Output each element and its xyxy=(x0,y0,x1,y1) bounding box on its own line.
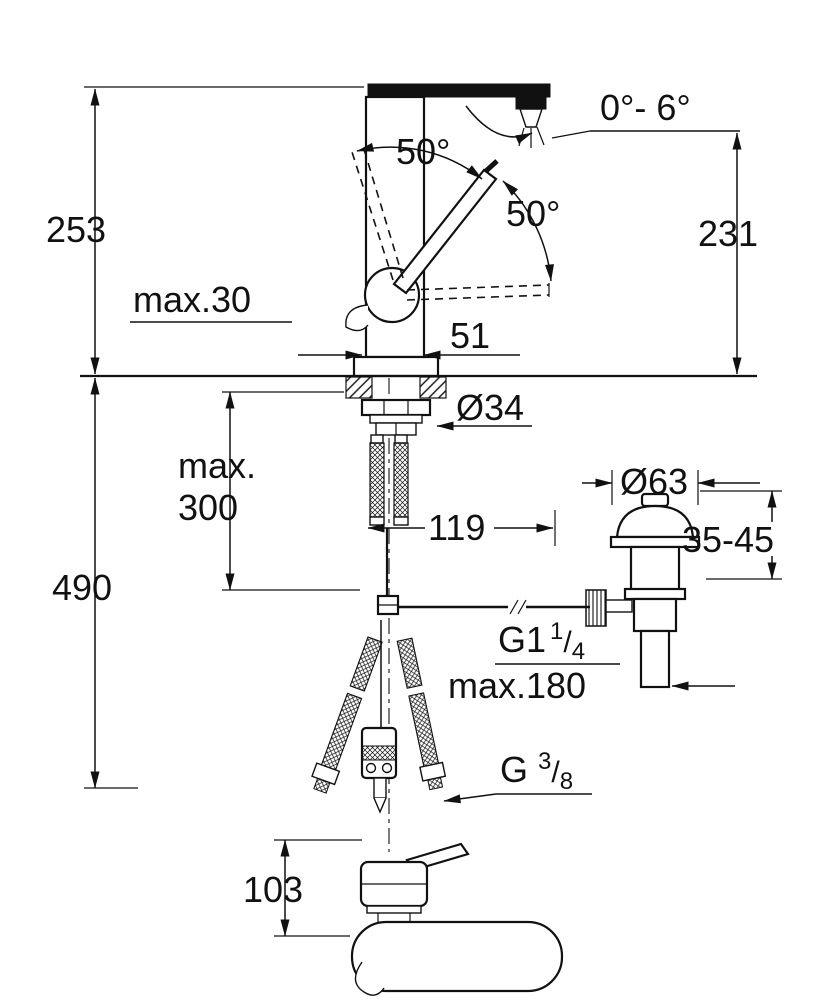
dim-119-label: 119 xyxy=(428,507,485,548)
dimension-max300: max. 300 xyxy=(178,391,360,591)
supply-thread-prefix: G xyxy=(500,749,528,790)
dimension-dia63: Ø63 xyxy=(582,461,760,505)
supply-thread-denominator: 8 xyxy=(560,768,573,795)
dimension-max30: max.30 xyxy=(130,279,363,360)
dim-max300-label-line2: 300 xyxy=(178,487,238,528)
basin-hook xyxy=(354,961,385,996)
mounting-hardware xyxy=(360,398,432,444)
lever-hook xyxy=(345,304,369,332)
waste-thread-slash: / xyxy=(563,626,572,659)
arc-50-left xyxy=(356,142,483,180)
faucet-side-view xyxy=(350,842,564,996)
supply-hose-right-lower xyxy=(396,637,447,791)
waste-thread-numerator: 1 xyxy=(550,618,563,645)
supply-hoses-upper xyxy=(369,442,409,526)
spout-bar xyxy=(367,83,551,98)
faucet-front-view xyxy=(345,83,554,852)
dim-max300-label-line1: max. xyxy=(178,445,256,486)
dimension-dia34: Ø34 xyxy=(436,387,532,431)
water-stream-lines xyxy=(518,126,545,148)
dim-490-label: 490 xyxy=(52,567,112,608)
dim-35-45-label: 35-45 xyxy=(682,519,774,560)
dim-103-label: 103 xyxy=(243,869,303,910)
dimension-231: 231 xyxy=(698,132,758,375)
faucet-base xyxy=(352,355,440,378)
angle-range-label: 0°- 6° xyxy=(600,87,691,128)
dim-253-label: 253 xyxy=(46,209,106,250)
spray-head xyxy=(465,96,547,148)
mounting-deck xyxy=(80,374,757,399)
dim-51-label: 51 xyxy=(450,315,490,356)
dimension-103: 103 xyxy=(243,839,362,937)
dimension-119: 119 xyxy=(367,507,556,548)
lever-tip xyxy=(484,159,499,173)
arc-50-right xyxy=(502,180,554,282)
knurled-knob xyxy=(585,589,607,627)
waste-thread-prefix: G1 xyxy=(498,619,546,660)
dim-dia34-label: Ø34 xyxy=(456,387,524,428)
check-valve-block xyxy=(360,620,398,814)
dimension-253: 253 xyxy=(46,86,364,375)
angle-50-left-label: 50° xyxy=(396,131,450,172)
supply-thread-numerator: 3 xyxy=(538,748,551,775)
dim-max180-label: max.180 xyxy=(448,665,586,706)
dim-max30-label: max.30 xyxy=(133,279,251,320)
dimension-35-45: 35-45 xyxy=(682,490,782,580)
basin-outline xyxy=(350,920,564,993)
dim-231-label: 231 xyxy=(698,213,758,254)
dimension-angle-range: 0°- 6° xyxy=(551,87,740,139)
pop-up-rod xyxy=(376,528,590,616)
lever-handle xyxy=(392,168,498,295)
dim-dia63-label: Ø63 xyxy=(620,461,688,502)
drain-assembly xyxy=(585,492,701,689)
angle-50-right-label: 50° xyxy=(506,193,560,234)
dimension-51: 51 xyxy=(423,315,520,360)
supply-thread-slash: / xyxy=(551,756,560,789)
waste-thread-denominator: 4 xyxy=(572,638,585,665)
supply-hose-left-lower xyxy=(311,636,383,794)
dimension-490: 490 xyxy=(52,377,138,789)
drain-tailpiece xyxy=(639,629,671,689)
swivel-arc-arrow xyxy=(465,105,533,144)
